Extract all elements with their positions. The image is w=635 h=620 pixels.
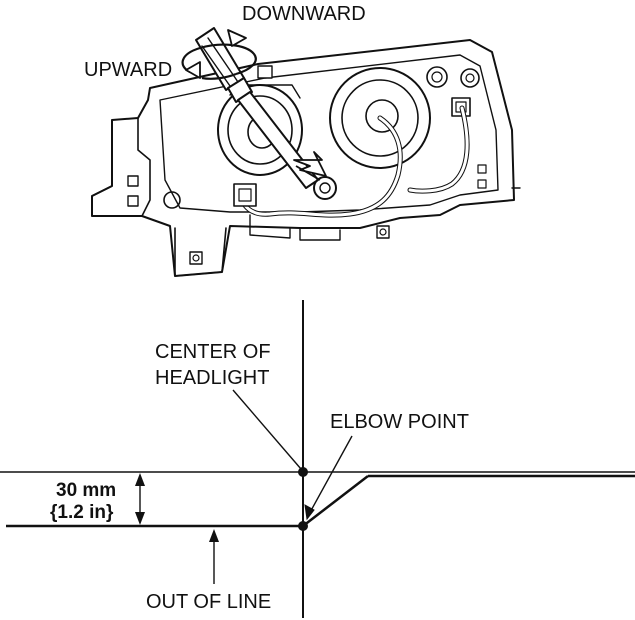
rotation-arrow-icon	[181, 29, 257, 80]
label-dimension-mm: 30 mm	[56, 480, 116, 501]
dimension-arrowhead-bottom	[135, 512, 145, 525]
out-of-line-arrowhead	[209, 529, 219, 542]
label-center-of-headlight-line1: CENTER OF	[155, 341, 271, 363]
dimension-arrowhead-top	[135, 473, 145, 486]
aiming-screw	[313, 176, 337, 200]
elbow-leader-arrowhead	[304, 504, 315, 521]
elbow-point-dot	[298, 521, 308, 531]
leader-center-of-headlight	[232, 389, 302, 470]
cutoff-line-slope	[302, 475, 369, 527]
aiming-pattern	[0, 300, 635, 618]
label-elbow-point: ELBOW POINT	[330, 411, 469, 433]
headlight-assembly-illustration	[91, 39, 521, 277]
label-dimension-in: {1.2 in}	[50, 502, 114, 523]
label-out-of-line: OUT OF LINE	[146, 591, 271, 613]
label-center-of-headlight-line2: HEADLIGHT	[155, 367, 269, 389]
screwdriver-direction-arrow-icon	[293, 151, 327, 181]
label-upward: UPWARD	[84, 59, 172, 81]
center-of-headlight-dot	[298, 467, 308, 477]
leader-elbow-point	[307, 435, 353, 517]
label-downward: DOWNWARD	[242, 3, 366, 25]
